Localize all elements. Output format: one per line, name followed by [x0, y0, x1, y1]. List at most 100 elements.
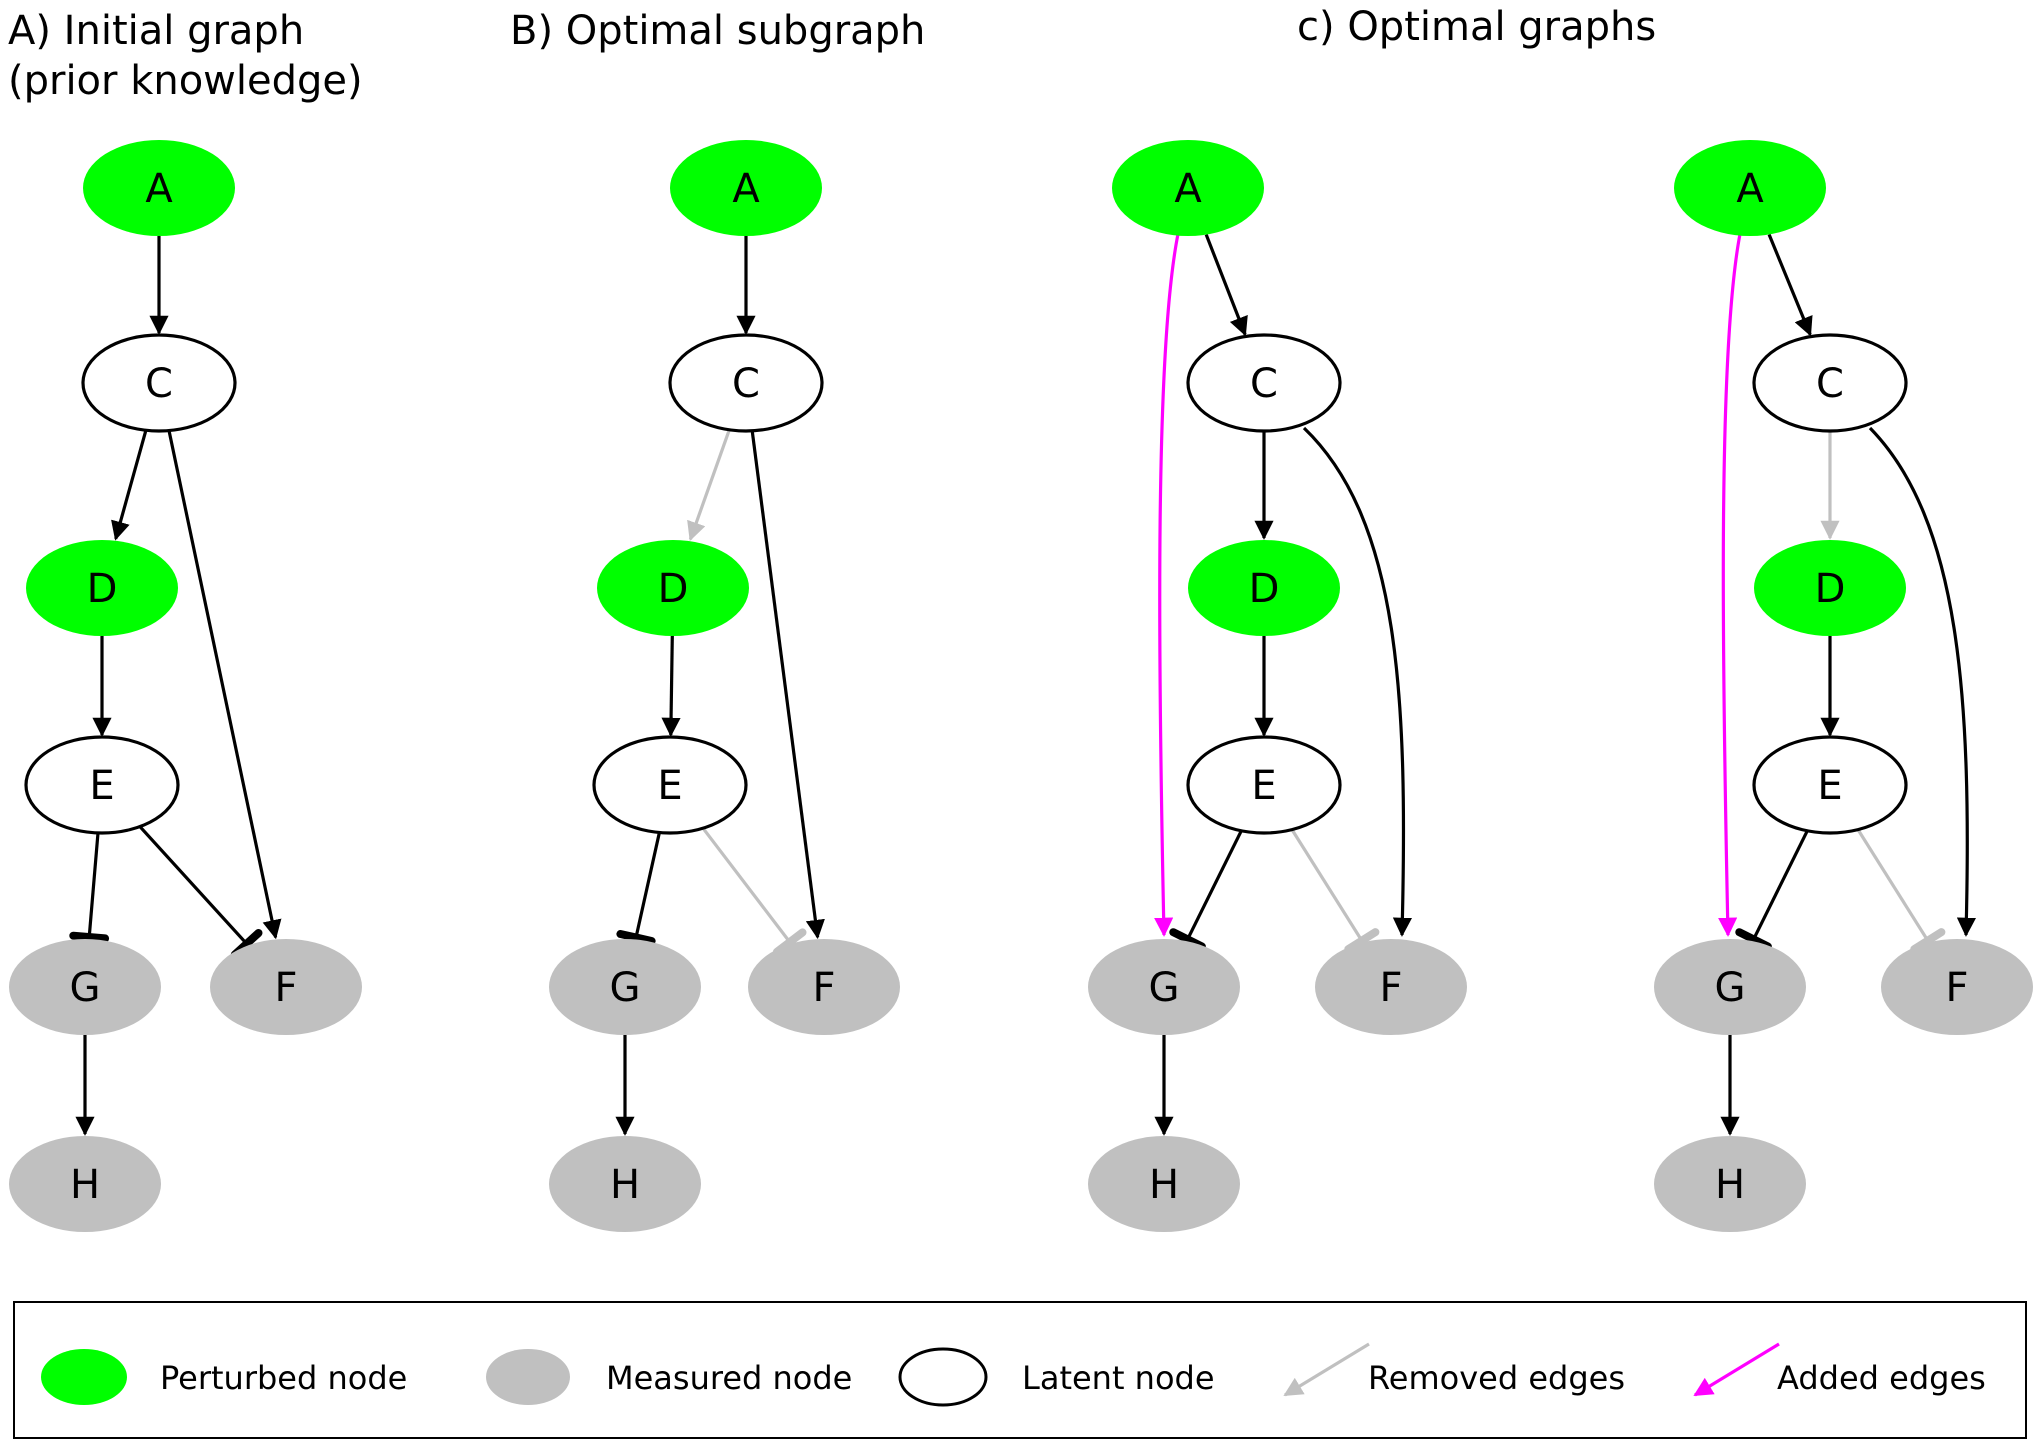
node-e-latent: E	[24, 735, 180, 835]
edges	[1154, 233, 1413, 1136]
node-shape	[1752, 333, 1908, 433]
edge-c-f-kept	[167, 430, 282, 940]
node-h-measured: H	[549, 1136, 701, 1232]
node-label: C	[732, 361, 760, 407]
node-f-measured: F	[210, 939, 362, 1035]
node-label: D	[1249, 566, 1280, 612]
inhibition-bar-e-g	[69, 931, 110, 943]
node-shape	[83, 140, 235, 236]
panel-title: (prior knowledge)	[8, 58, 363, 104]
edge-a-g-added	[1154, 233, 1180, 937]
node-shape	[549, 939, 701, 1035]
nodes: A C D E G F H	[9, 140, 362, 1232]
edge-c-f-kept	[750, 430, 825, 940]
legend-symbol	[1693, 1342, 1780, 1397]
legend-symbol	[41, 1349, 127, 1405]
node-d-perturbed: D	[26, 540, 178, 636]
edge-e-g-kept	[1186, 830, 1243, 941]
node-shape	[1881, 939, 2033, 1035]
node-label: C	[145, 361, 173, 407]
inhibition-bar-e-g	[616, 930, 656, 945]
node-shape	[1186, 333, 1342, 433]
node-label: F	[1945, 965, 1968, 1011]
node-shape	[592, 735, 748, 835]
node-label: G	[610, 965, 641, 1011]
edge-e-f-removed	[1290, 828, 1364, 942]
node-h-measured: H	[1654, 1136, 1806, 1232]
node-d-perturbed: D	[1188, 540, 1340, 636]
edge-e-f-kept	[138, 825, 248, 945]
node-c-latent: C	[668, 333, 824, 433]
node-label: A	[1174, 166, 1202, 212]
node-e-latent: E	[1752, 735, 1908, 835]
node-label: A	[732, 166, 760, 212]
node-shape	[1088, 939, 1240, 1035]
panel-1: A) Initial graph(prior knowledge) A C D E G F H	[8, 8, 363, 1232]
node-shape	[9, 1136, 161, 1232]
legend-label: Measured node	[606, 1359, 852, 1397]
node-g-measured: G	[1654, 939, 1806, 1035]
node-shape	[1186, 735, 1342, 835]
legend-label: Latent node	[1022, 1359, 1215, 1397]
node-g-measured: G	[1088, 939, 1240, 1035]
node-label: E	[89, 763, 114, 809]
node-shape	[1754, 540, 1906, 636]
edge-c-f-kept	[1302, 426, 1413, 937]
node-label: H	[70, 1162, 100, 1208]
node-shape	[1674, 140, 1826, 236]
node-f-measured: F	[1881, 939, 2033, 1035]
nodes: A C D E G F H	[1088, 140, 1467, 1232]
node-label: A	[145, 166, 173, 212]
node-e-latent: E	[592, 735, 748, 835]
edge-e-f-removed	[701, 827, 792, 944]
node-h-measured: H	[9, 1136, 161, 1232]
node-a-perturbed: A	[1674, 140, 1826, 236]
legend-item-measured: Measured node	[486, 1349, 852, 1405]
legend-label: Added edges	[1777, 1359, 1986, 1397]
legend-symbol	[1283, 1342, 1370, 1397]
node-label: D	[87, 566, 118, 612]
node-d-perturbed: D	[1754, 540, 1906, 636]
node-shape	[748, 939, 900, 1035]
panel-title: A) Initial graph	[8, 8, 304, 54]
node-c-latent: C	[1186, 333, 1342, 433]
node-shape	[1654, 1136, 1806, 1232]
node-shape	[1752, 735, 1908, 835]
node-shape	[81, 333, 237, 433]
legend-symbol	[898, 1347, 988, 1407]
node-label: F	[274, 965, 297, 1011]
edge-e-f-removed	[1856, 828, 1930, 942]
panel-title: c) Optimal graphs	[1297, 4, 1656, 50]
node-label: H	[1149, 1162, 1179, 1208]
node-g-measured: G	[9, 939, 161, 1035]
node-d-perturbed: D	[597, 540, 749, 636]
node-shape	[597, 540, 749, 636]
node-label: D	[1815, 566, 1846, 612]
node-label: F	[812, 965, 835, 1011]
node-label: G	[1149, 965, 1180, 1011]
node-shape	[1315, 939, 1467, 1035]
legend-item-latent: Latent node	[898, 1347, 1215, 1407]
edge-d-e-kept	[661, 635, 681, 737]
node-g-measured: G	[549, 939, 701, 1035]
node-label: E	[1251, 763, 1276, 809]
node-a-perturbed: A	[1112, 140, 1264, 236]
node-shape	[668, 333, 824, 433]
node-label: A	[1736, 166, 1764, 212]
node-label: E	[657, 763, 682, 809]
node-shape	[549, 1136, 701, 1232]
node-label: D	[658, 566, 689, 612]
node-shape	[1188, 540, 1340, 636]
node-shape	[670, 140, 822, 236]
node-label: F	[1379, 965, 1402, 1011]
edge-e-g-kept	[634, 832, 661, 938]
node-label: H	[1715, 1162, 1745, 1208]
node-f-measured: F	[1315, 939, 1467, 1035]
node-shape	[1088, 1136, 1240, 1232]
